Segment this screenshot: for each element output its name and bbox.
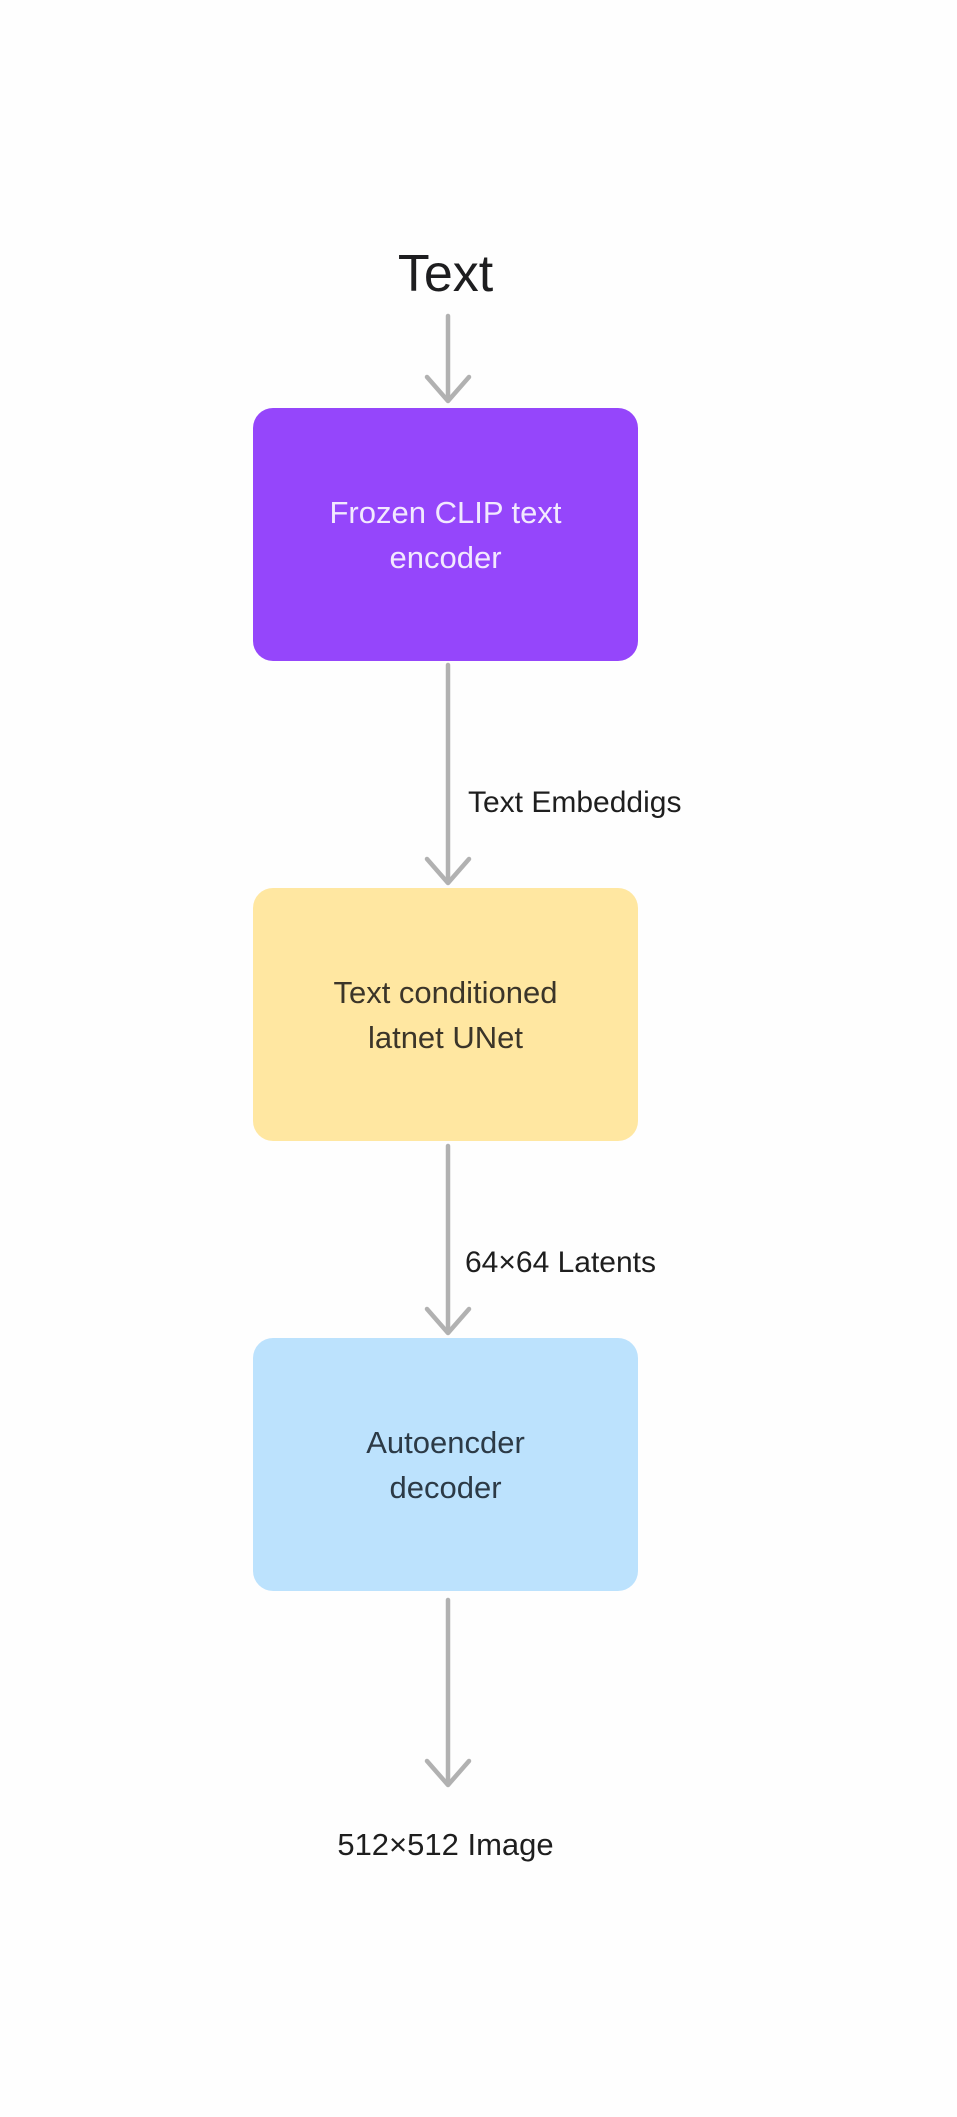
node-label-line: encoder (389, 539, 502, 575)
node-label-line: latnet UNet (367, 1019, 524, 1055)
node-text-conditioned-latent-unet: Text conditioned latnet UNet (253, 888, 638, 1141)
node-frozen-clip-text-encoder: Frozen CLIP text encoder (253, 408, 638, 661)
node-label-line: Text conditioned (333, 974, 558, 1010)
node-label-line: Frozen CLIP text (329, 494, 562, 530)
arrow-down-icon (424, 1597, 472, 1788)
input-label: Text (397, 245, 494, 303)
node-autoencoder-decoder: Autoencder decoder (253, 1338, 638, 1591)
edge-label-text-embeddings: Text Embeddigs (468, 786, 682, 819)
node-label-line: decoder (389, 1469, 502, 1505)
arrow-down-icon (424, 1143, 472, 1336)
arrow-down-icon (424, 313, 472, 404)
edge-label-64x64-latents: 64×64 Latents (465, 1246, 657, 1279)
output-label: 512×512 Image (337, 1827, 554, 1862)
arrow-down-icon (424, 662, 472, 886)
node-label-line: Autoencder (366, 1424, 525, 1460)
